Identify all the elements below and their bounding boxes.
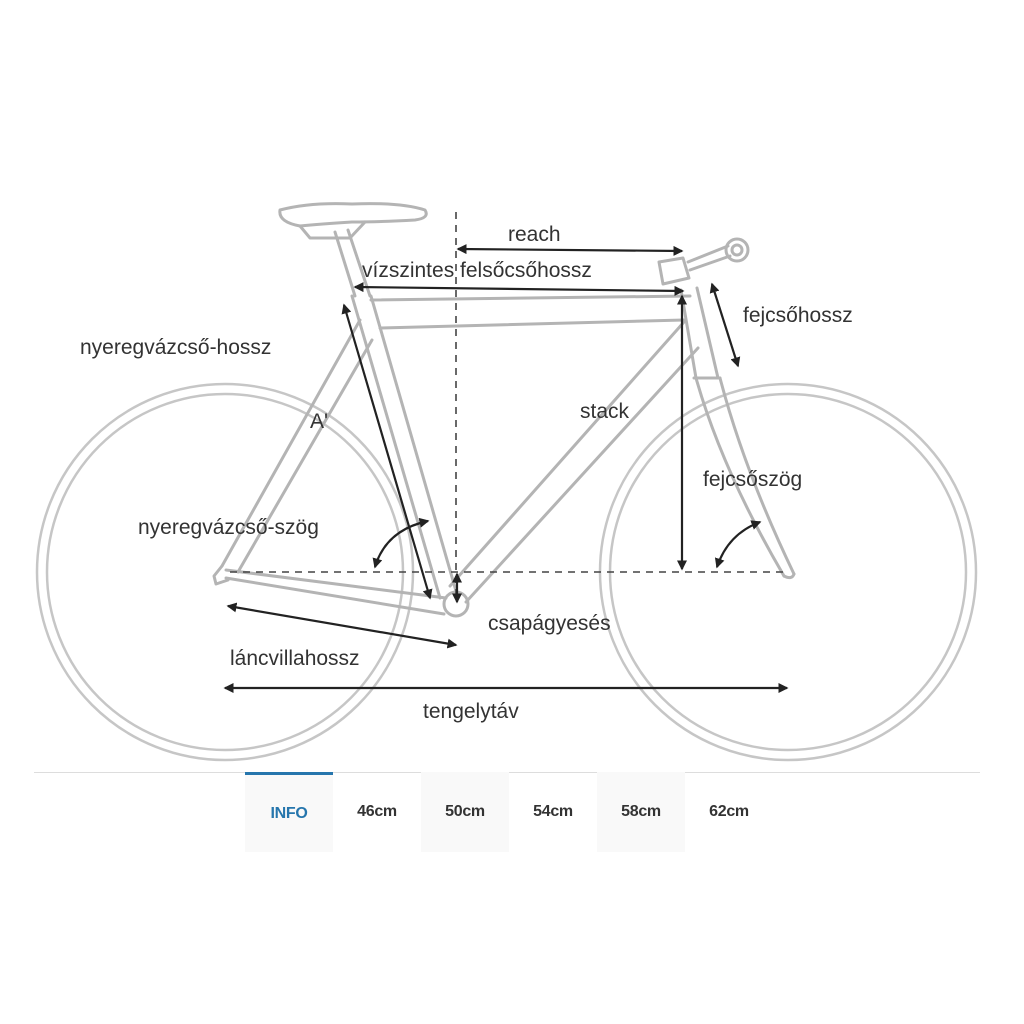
- tab-50cm[interactable]: 50cm: [421, 772, 509, 852]
- chainstay-arrow: [226, 602, 458, 649]
- stack-label: stack: [580, 400, 630, 423]
- a-prime-marker: A': [310, 410, 328, 433]
- tab-54cm[interactable]: 54cm: [533, 803, 573, 820]
- head-tube-arrow: [709, 282, 741, 368]
- bike-geometry-diagram: reach vízszintes felsőcsőhossz fejcsőhos…: [35, 202, 978, 762]
- reach-label: reach: [508, 223, 561, 246]
- top-tube-arrow: [353, 282, 685, 296]
- seat-tube-angle-arrow: [372, 517, 430, 569]
- wheelbase-label: tengelytáv: [423, 700, 519, 723]
- bb-drop-label: csapágyesés: [488, 612, 611, 635]
- tab-info[interactable]: INFO: [245, 772, 333, 852]
- front-wheel: [598, 382, 978, 762]
- head-tube-angle-label: fejcsőszög: [703, 468, 802, 491]
- seat-tube-angle-label: nyeregvázcső-szög: [138, 516, 319, 539]
- seat-tube-length-label: nyeregvázcső-hossz: [80, 336, 271, 359]
- tab-62cm[interactable]: 62cm: [709, 803, 749, 820]
- head-tube-angle-arrow: [714, 520, 762, 569]
- top-tube-label: vízszintes felsőcsőhossz: [362, 259, 592, 282]
- size-tabs: INFO 46cm 50cm 54cm 58cm 62cm: [245, 772, 773, 852]
- reach-arrow: [456, 244, 684, 256]
- tab-46cm[interactable]: 46cm: [357, 803, 397, 820]
- head-tube-length-label: fejcsőhossz: [743, 304, 853, 327]
- chainstay-label: láncvillahossz: [230, 647, 360, 670]
- tab-58cm[interactable]: 58cm: [597, 772, 685, 852]
- rear-wheel: [35, 382, 415, 762]
